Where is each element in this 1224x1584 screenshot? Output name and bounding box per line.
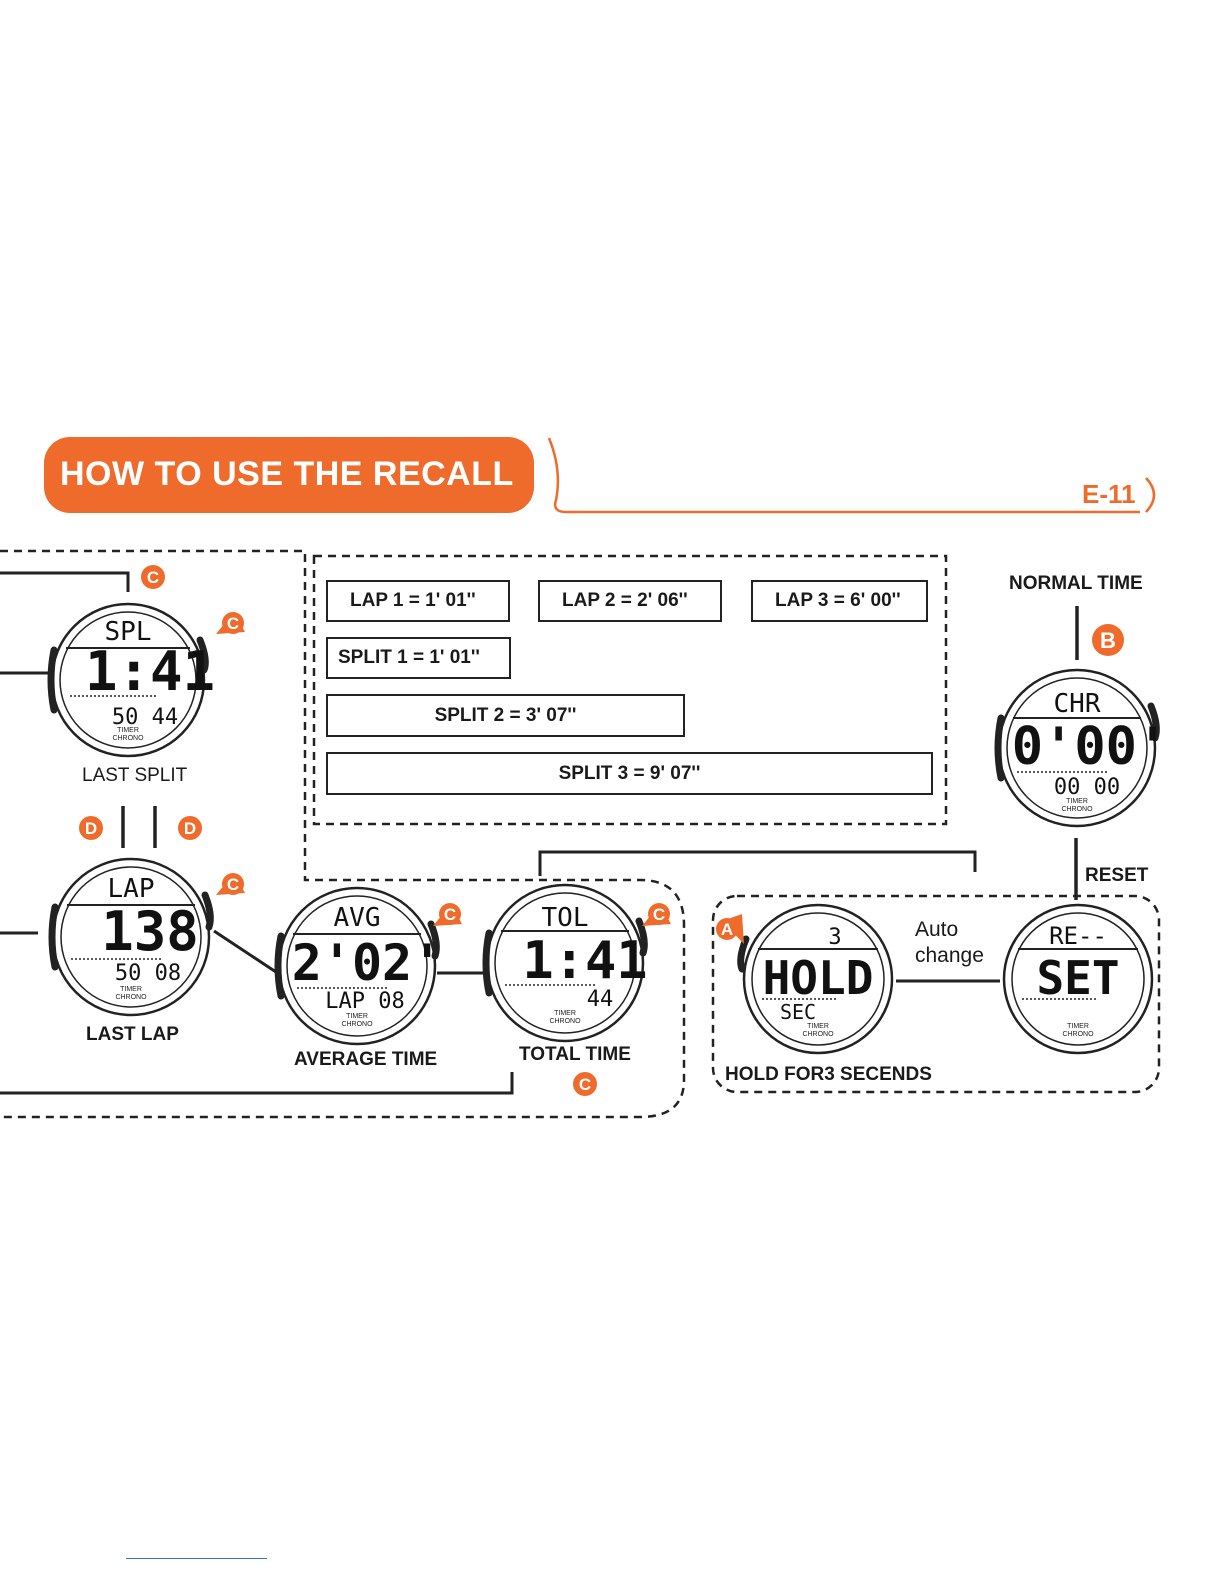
- d-button-icon-2: [178, 816, 202, 840]
- c-button-icon: [141, 565, 165, 589]
- avg-mode: AVG: [334, 903, 381, 933]
- reset-mode: RE--: [1049, 922, 1107, 950]
- header-rule: [547, 437, 1140, 514]
- hold-bezel-chrono: CHRONO: [802, 1031, 834, 1038]
- connector-total-back: [0, 1072, 514, 1095]
- hold-main: HOLD: [763, 951, 874, 1005]
- avg-main: 2'02': [292, 934, 443, 992]
- page-number-bracket: [1145, 477, 1156, 513]
- recall-area-border: [0, 549, 686, 1119]
- lap-3-box: LAP 3 = 6' 00'': [751, 580, 928, 622]
- split-1-text: SPLIT 1 = 1' 01'': [338, 647, 480, 668]
- page-title: HOW TO USE THE RECALL: [60, 455, 514, 493]
- split-bezel-chrono: CHRONO: [112, 735, 144, 742]
- normal-bezel-chrono: CHRONO: [1061, 806, 1093, 813]
- normal-main: 0'00': [1012, 717, 1169, 777]
- watch-hold: [737, 903, 894, 1055]
- lap-mode: LAP: [108, 874, 155, 904]
- split-sub: 50 44: [112, 705, 178, 730]
- lap-bezel-timer: TIMER: [120, 986, 142, 993]
- normal-mode: CHR: [1054, 689, 1101, 719]
- lap-sub: 50 08: [115, 961, 181, 986]
- split-main: 1:41: [85, 640, 215, 703]
- last-split-label: LAST SPLIT: [82, 765, 188, 786]
- connector-split-top: [0, 571, 130, 592]
- average-time-label: AVERAGE TIME: [294, 1049, 438, 1070]
- lap-2-box: LAP 2 = 2' 06'': [538, 580, 722, 622]
- normal-sub: 00 00: [1054, 775, 1120, 800]
- avg-sub: LAP 08: [325, 989, 404, 1014]
- total-sub: 44: [587, 987, 614, 1012]
- c-press-label-2: C: [227, 875, 239, 894]
- split-1-box: SPLIT 1 = 1' 01'': [326, 637, 511, 679]
- watch-average: [274, 886, 440, 1046]
- split-3-box: SPLIT 3 = 9' 07'': [326, 752, 933, 795]
- split-3-text: SPLIT 3 = 9' 07'': [558, 762, 701, 784]
- lap-3-text: LAP 3 = 6' 00'': [775, 590, 901, 611]
- watch-reset: [1002, 903, 1154, 1055]
- a-button-label: A: [721, 920, 733, 939]
- d-button-label-1: D: [85, 819, 97, 838]
- lap-2-text: LAP 2 = 2' 06'': [562, 590, 688, 611]
- lap-main: 138: [101, 900, 199, 963]
- c-press-label-4: C: [653, 905, 665, 924]
- connector-split-lap: [121, 806, 157, 848]
- reset-main: SET: [1036, 951, 1119, 1005]
- lap-1-box: LAP 1 = 1' 01'': [326, 580, 510, 622]
- c-button-label: C: [147, 568, 159, 587]
- lap-1-text: LAP 1 = 1' 01'': [350, 590, 476, 611]
- reset-label: RESET: [1085, 865, 1149, 886]
- d-button-label-2: D: [184, 819, 196, 838]
- total-main: 1:41: [522, 931, 647, 991]
- total-time-label: TOTAL TIME: [519, 1044, 631, 1065]
- avg-bezel-timer: TIMER: [346, 1013, 368, 1020]
- lap-bezel-chrono: CHRONO: [115, 994, 147, 1001]
- normal-time-label: NORMAL TIME: [1009, 573, 1143, 594]
- total-mode: TOL: [542, 903, 589, 933]
- connector-total-reset: [538, 850, 977, 876]
- hold-mode: 3: [828, 925, 841, 950]
- page-number: E-11: [1082, 479, 1136, 509]
- split-bezel-timer: TIMER: [117, 727, 139, 734]
- watch-last-lap: [48, 857, 214, 1017]
- title-banner: [44, 437, 534, 513]
- c-press-label-3: C: [444, 905, 456, 924]
- b-button-label: B: [1100, 628, 1116, 653]
- normal-bezel-timer: TIMER: [1066, 798, 1088, 805]
- split-mode: SPL: [105, 617, 152, 647]
- auto-change-line1: Auto: [915, 918, 959, 941]
- connector-lap-avg: [213, 929, 277, 974]
- reset-area-border: [711, 894, 1161, 1094]
- c-button-icon-2: [573, 1072, 597, 1096]
- reset-bezel-timer: TIMER: [1067, 1023, 1089, 1030]
- total-bezel-chrono: CHRONO: [549, 1018, 581, 1025]
- reset-bezel-chrono: CHRONO: [1062, 1031, 1094, 1038]
- total-bezel-timer: TIMER: [554, 1010, 576, 1017]
- watch-total: [482, 883, 648, 1043]
- hold-bezel-timer: TIMER: [807, 1023, 829, 1030]
- footer-rule: [126, 1558, 267, 1559]
- split-2-text: SPLIT 2 = 3' 07'': [434, 704, 577, 726]
- c-button-label-5: C: [579, 1075, 591, 1094]
- watch-last-split: [47, 602, 209, 758]
- watch-normal: [994, 668, 1160, 828]
- recall-data-border: [312, 554, 948, 826]
- hold-label: HOLD FOR3 SECENDS: [725, 1064, 932, 1085]
- split-2-box: SPLIT 2 = 3' 07'': [326, 694, 685, 737]
- d-button-icon: [79, 816, 103, 840]
- avg-bezel-chrono: CHRONO: [341, 1021, 373, 1028]
- hold-sub: SEC: [780, 1000, 816, 1024]
- c-press-label-1: C: [227, 614, 239, 633]
- last-lap-label: LAST LAP: [86, 1024, 179, 1045]
- auto-change-line2: change: [915, 944, 984, 967]
- b-button-icon: [1092, 624, 1124, 656]
